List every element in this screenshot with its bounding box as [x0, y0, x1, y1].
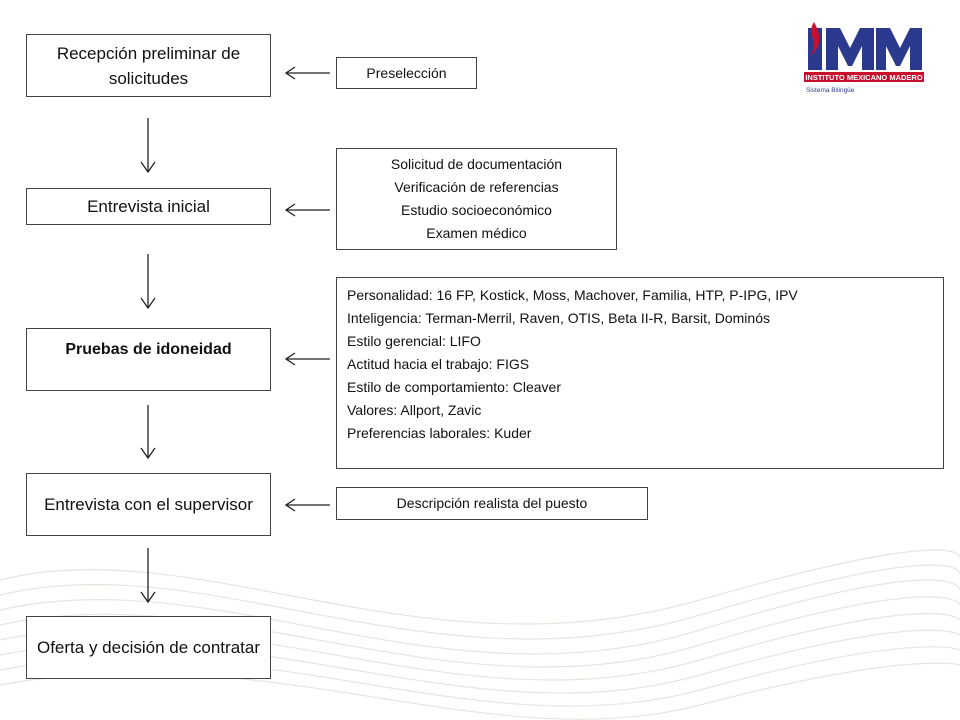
- note-pruebas-line: Valores: Allport, Zavic: [347, 402, 482, 418]
- note-preseleccion: Preselección: [336, 57, 477, 89]
- note-descripcion-text: Descripción realista del puesto: [396, 495, 588, 511]
- note-documentacion: Solicitud de documentación Verificación …: [336, 148, 617, 250]
- arrow-down-icon: [140, 254, 156, 310]
- note-pruebas-line: Estilo gerencial: LIFO: [347, 333, 481, 349]
- arrow-left-icon: [284, 498, 330, 512]
- arrow-left-icon: [284, 203, 330, 217]
- imm-logo-icon: INSTITUTO MEXICANO MADERO Sistema Biling…: [804, 22, 924, 94]
- arrow-down-icon: [140, 118, 156, 174]
- note-preseleccion-text: Preselección: [366, 64, 447, 81]
- step-recepcion-preliminar: Recepción preliminar de solicitudes: [26, 34, 271, 97]
- note-pruebas-line: Personalidad: 16 FP, Kostick, Moss, Mach…: [347, 287, 798, 303]
- note-documentacion-line: Verificación de referencias: [394, 179, 559, 195]
- arrow-left-icon: [284, 66, 330, 80]
- arrow-down-icon: [140, 548, 156, 604]
- step-oferta-decision: Oferta y decisión de contratar: [26, 616, 271, 679]
- note-pruebas-line: Actitud hacia el trabajo: FIGS: [347, 356, 530, 372]
- note-pruebas: Personalidad: 16 FP, Kostick, Moss, Mach…: [336, 277, 944, 469]
- arrow-down-icon: [140, 405, 156, 460]
- note-documentacion-line: Estudio socioeconómico: [401, 202, 552, 218]
- note-documentacion-line: Examen médico: [426, 225, 527, 241]
- step-entrevista-inicial: Entrevista inicial: [26, 188, 271, 225]
- step-pruebas-idoneidad: Pruebas de idoneidad: [26, 328, 271, 391]
- step-entrevista-supervisor: Entrevista con el supervisor: [26, 473, 271, 536]
- logo-tagline: Sistema Bilingüe: [806, 87, 855, 94]
- note-pruebas-line: Estilo de comportamiento: Cleaver: [347, 379, 561, 395]
- arrow-left-icon: [284, 352, 330, 366]
- note-pruebas-line: Preferencias laborales: Kuder: [347, 425, 532, 441]
- institute-logo: INSTITUTO MEXICANO MADERO Sistema Biling…: [798, 20, 928, 102]
- note-descripcion: Descripción realista del puesto: [336, 487, 648, 520]
- logo-name: INSTITUTO MEXICANO MADERO: [805, 73, 923, 82]
- note-documentacion-line: Solicitud de documentación: [390, 156, 563, 172]
- note-pruebas-line: Inteligencia: Terman-Merril, Raven, OTIS…: [347, 310, 770, 326]
